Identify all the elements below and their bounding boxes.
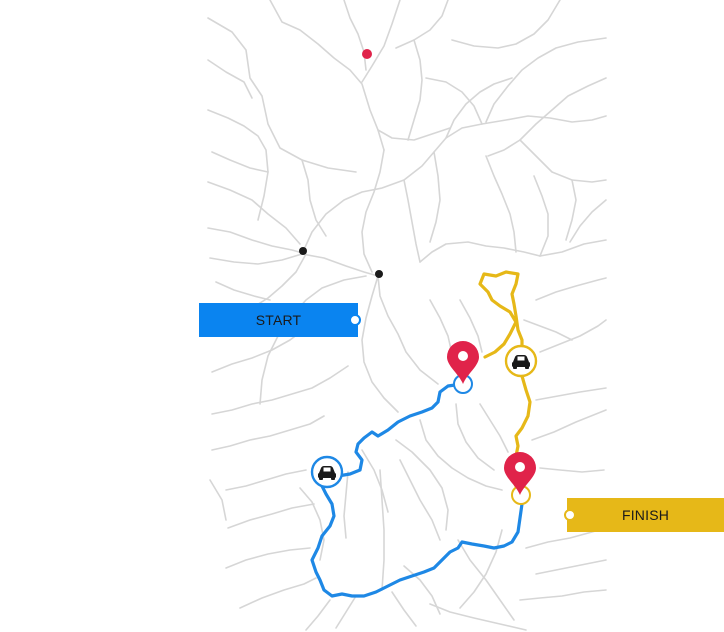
poi-dot[interactable] [375,270,383,278]
finish-label[interactable]: FINISH [564,498,724,532]
finish-label-text: FINISH [621,507,670,523]
poi-dot-red[interactable] [362,49,372,59]
car-icon [512,355,530,369]
poi-dot[interactable] [299,247,307,255]
route-yellow [478,270,532,496]
car-marker-yellow[interactable] [504,344,538,378]
start-connector-dot [349,314,361,326]
finish-connector-dot [564,509,576,521]
route-blue [310,382,524,598]
car-marker-blue[interactable] [310,455,344,489]
car-icon [318,466,336,480]
start-label[interactable]: START [199,303,361,337]
map-pin-icon[interactable] [504,452,536,495]
start-label-text: START [255,312,302,328]
map-pin-icon[interactable] [447,341,479,384]
